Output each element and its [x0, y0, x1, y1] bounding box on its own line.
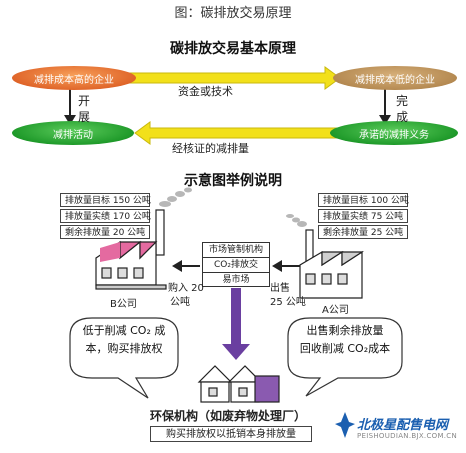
market-down-arrow: [222, 288, 250, 360]
watermark-url: PEISHOUDIAN.BJX.COM.CN: [357, 432, 458, 440]
funds-label: 资金或技术: [178, 85, 233, 98]
complete-label: 完成: [396, 94, 409, 124]
funds-arrow: [124, 66, 341, 90]
market-box: 市场管制机构 CO₂排放交 易市场: [202, 242, 270, 287]
b-company-label: B公司: [110, 299, 137, 310]
a-target-row: 排放量目标 100 公吨: [318, 193, 409, 207]
a-actual-row: 排放量实绩 75 公吨: [318, 209, 408, 223]
b-remaining-row: 剩余排放量 20 公吨: [60, 225, 150, 239]
buy-arrow: [172, 260, 200, 272]
b-actual-row: 排放量实绩 170 公吨: [60, 209, 151, 223]
a-smoke: [286, 214, 307, 227]
principle-arrows: [64, 66, 391, 145]
reduction-activity: 减排活动: [12, 121, 134, 145]
b-factory-icon: [95, 209, 167, 290]
a-company-label: A公司: [322, 305, 349, 316]
verified-arrow: [134, 121, 341, 145]
b-smoke: [159, 187, 192, 207]
env-houses-icon: [197, 365, 280, 403]
left-bubble-shape: [69, 317, 179, 399]
watermark-name: 北极星配售电网: [357, 418, 449, 433]
right-bubble-text: 出售剩余排放量回收削减 CO₂成本: [299, 324, 391, 355]
sell-arrow: [272, 260, 300, 272]
example-title: 示意图举例说明: [184, 173, 282, 189]
b-target-row: 排放量目标 150 公吨: [60, 193, 151, 207]
a-remaining-row: 剩余排放量 25 公吨: [318, 225, 408, 239]
committed-obligation: 承诺的减排义务: [330, 121, 458, 145]
verified-label: 经核证的减排量: [172, 142, 249, 155]
develop-arrow: [64, 88, 76, 125]
left-bubble-text: 低于削减 CO₂ 成本，购买排放权: [82, 324, 166, 355]
example-drawing: [95, 187, 365, 360]
bubbles: [69, 317, 403, 399]
right-bubble-shape: [287, 317, 403, 397]
high-cost-enterprise: 减排成本高的企业: [12, 66, 136, 90]
watermark-logo-icon: [335, 412, 355, 438]
env-note-box: 购买排放权以抵销本身排放量: [150, 426, 312, 442]
low-cost-enterprise: 减排成本低的企业: [333, 66, 457, 90]
complete-arrow: [379, 88, 391, 125]
develop-label: 开展: [78, 94, 91, 124]
principle-title: 碳排放交易基本原理: [170, 41, 296, 57]
figure-caption: 图：碳排放交易原理: [174, 6, 292, 21]
a-factory-icon: [299, 229, 365, 299]
env-org-label: 环保机构（如废弃物处理厂）: [150, 409, 307, 423]
